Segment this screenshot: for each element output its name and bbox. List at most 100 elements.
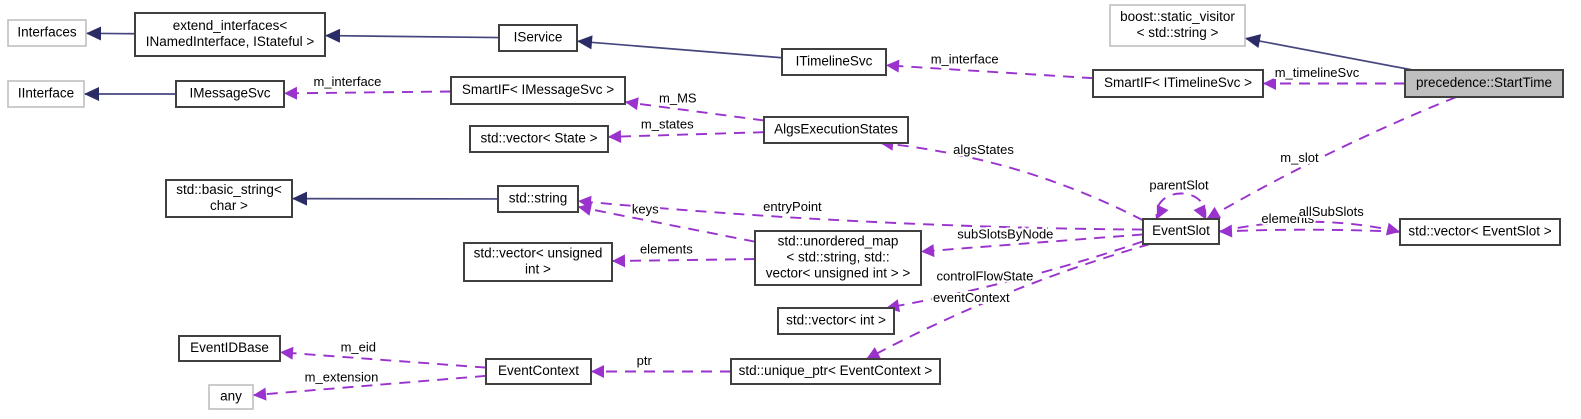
node-box [1092,69,1264,98]
node-label: std::vector< unsigned [474,246,603,261]
edge-label-e13: algsStates [953,142,1014,157]
edge-path [252,374,487,397]
node-label: AlgsExecutionStates [774,122,898,137]
edge-path [920,233,1144,253]
node-label: std::unordered_map [778,234,899,249]
node-iinterface[interactable]: IInterface [7,80,85,108]
node-event_context[interactable]: EventContext [485,358,592,385]
node-label: IService [514,30,563,45]
node-unique_ptr_ctx[interactable]: std::unique_ptr< EventContext > [730,358,941,385]
node-label: std::vector< State > [480,131,597,146]
node-vector_state[interactable]: std::vector< State > [469,125,609,153]
node-label: boost::static_visitor [1120,9,1235,24]
edge-label-e21: elements [1261,211,1314,226]
node-box [485,358,592,385]
edge-path [885,240,1144,309]
node-imessagesvc[interactable]: IMessageSvc [175,80,285,108]
edge-e11 [624,97,765,122]
node-label: EventContext [498,363,579,378]
edge-label-halo: m_states [641,117,694,132]
edge-e4 [84,87,176,101]
arrowhead-icon [1206,206,1222,219]
node-iservice[interactable]: IService [498,24,578,52]
edge-path [880,142,1144,222]
arrowhead-icon [578,202,593,216]
edge-label-halo: entryPoint [763,199,822,214]
node-smartif_timeline[interactable]: SmartIF< ITimelineSvc > [1092,69,1264,98]
node-box [498,24,578,52]
node-boost_visitor[interactable]: boost::static_visitor< std::string > [1109,4,1246,47]
edge-label-e18: controlFlowState [936,269,1033,284]
node-box [450,76,626,105]
node-std_string[interactable]: std::string [497,185,579,213]
edge-labels-layer: m_interfacem_interfacem_interfacem_inter… [303,50,1367,387]
edge-label-e22: allSubSlots [1299,204,1365,219]
node-box [165,179,293,218]
arrowhead-icon [1156,204,1169,219]
edge-label-e17: subSlotsByNode [957,227,1053,242]
edge-path [865,243,1151,360]
edge-label-e19: eventContext [933,290,1010,305]
node-basic_string[interactable]: std::basic_string<char > [165,179,293,218]
node-extend_interfaces[interactable]: extend_interfaces<INamedInterface, IStat… [134,12,326,57]
node-smartif_message[interactable]: SmartIF< IMessageSvc > [450,76,626,105]
edge-label-halo: allSubSlots [1299,204,1365,219]
node-box [763,116,909,144]
node-box [1404,69,1564,98]
edge-e19 [865,243,1151,360]
edge-label-e7: m_interface [313,74,381,89]
node-box [469,125,609,153]
edge-e9 [1263,77,1405,90]
node-any[interactable]: any [208,384,254,410]
node-algs_states[interactable]: AlgsExecutionStates [763,116,909,144]
node-label: < std::string > [1137,25,1219,40]
edge-label-halo: m_MS [659,90,697,105]
node-label: EventIDBase [190,340,269,355]
node-unordered_map[interactable]: std::unordered_map< std::string, std::ve… [754,230,922,286]
edge-label-halo: m_timelineSvc [1275,65,1360,80]
node-vector_int[interactable]: std::vector< int > [777,307,895,335]
edge-path [624,101,765,122]
edge-e17 [920,233,1144,258]
edge-label-halo: ptr [637,353,653,368]
arrowhead-icon [1193,204,1206,219]
node-vector_eventslot[interactable]: std::vector< EventSlot > [1399,218,1561,246]
node-label: SmartIF< ITimelineSvc > [1104,75,1252,90]
edge-e23 [279,346,487,369]
edge-label-e8: m_interface [931,52,999,67]
edge-label-halo: elements [640,242,693,257]
edge-label-halo: keys [632,202,659,217]
node-label: std::unique_ptr< EventContext > [739,363,933,378]
edge-e16 [611,254,756,268]
edge-path [607,131,765,138]
edges-layer [84,26,1457,401]
node-itimelinesvc[interactable]: ITimelineSvc [781,48,887,76]
node-label: SmartIF< IMessageSvc > [462,82,614,97]
edge-label-halo: m_interface [931,52,999,67]
edge-path [885,64,1094,80]
edge-path [1218,220,1401,233]
edge-label-halo: m_slot [1280,150,1319,165]
edge-path [324,34,500,39]
edge-e5 [1244,34,1413,71]
node-eventid_base[interactable]: EventIDBase [178,335,281,362]
node-box [7,19,87,47]
node-label: INamedInterface, IStateful > [146,34,315,49]
node-label: < std::string, std:: [786,250,889,265]
node-box [1142,218,1220,245]
edge-path [611,258,756,262]
node-event_slot[interactable]: EventSlot [1142,218,1220,245]
node-label: precedence::StartTime [1416,75,1552,90]
node-box [730,358,941,385]
edge-path [577,200,1144,231]
edge-label-halo: m_extension [305,369,379,384]
edge-path [1155,192,1207,220]
node-label: std::string [509,191,568,206]
node-interfaces[interactable]: Interfaces [7,19,87,47]
node-label: std::vector< int > [786,313,886,328]
node-start_time[interactable]: precedence::StartTime [1404,69,1564,98]
node-box [7,80,85,108]
arrowhead-icon [625,97,639,111]
node-label: IInterface [18,86,74,101]
